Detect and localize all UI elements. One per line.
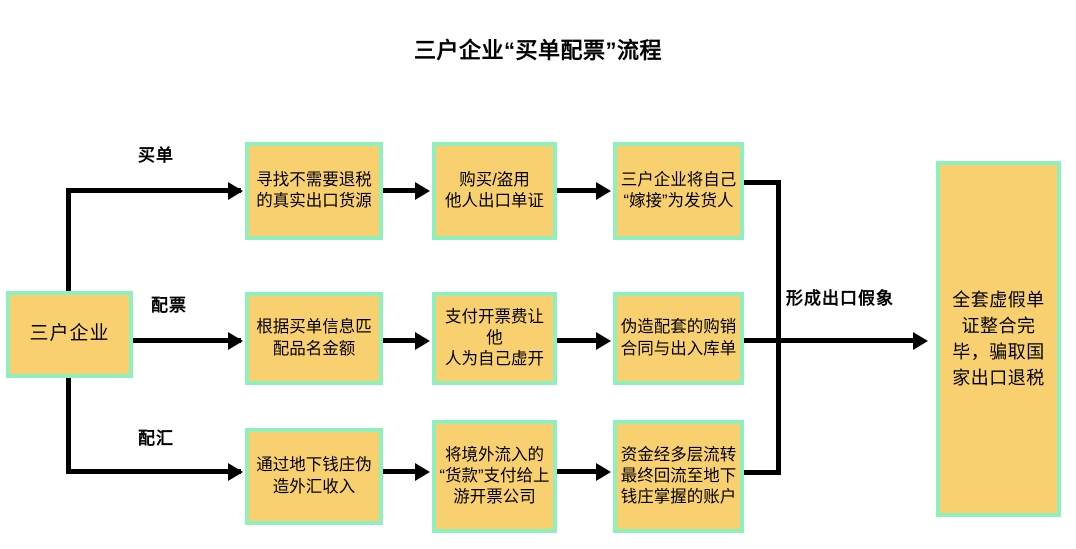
branch1-label: 买单	[138, 146, 174, 165]
branch2-step1-box[interactable]: 根据买单信息匹 配品名金额	[245, 292, 383, 385]
branch1-step2-box[interactable]: 购买/盗用 他人出口单证	[432, 142, 557, 240]
branch1-lead-arrow	[228, 181, 243, 200]
branch3-step2-box[interactable]: 将境外流入的 “货款”支付给上 游开票公司	[432, 420, 557, 533]
branch3-step1-box[interactable]: 通过地下钱庄伪 造外汇收入	[245, 428, 383, 525]
final-node-box[interactable]: 全套虚假单 证整合完 毕，骗取国 家出口退税	[936, 161, 1061, 517]
branch3-lead-line	[66, 469, 241, 474]
branch3-step1-to-step2-arrow	[415, 462, 430, 481]
branch2-step2-box[interactable]: 支付开票费让他 人为自己虚开	[432, 292, 557, 385]
branch2-step1-to-step2-arrow	[415, 331, 430, 350]
branch1-step1-to-step2-arrow	[415, 181, 430, 200]
branch3-step1-to-step2-line	[383, 469, 418, 474]
right-trunk-vertical	[776, 180, 781, 475]
branch2-lead-line	[133, 338, 241, 343]
branch1-step3-box[interactable]: 三户企业将自己 “嫁接”为发货人	[613, 142, 744, 240]
page-title: 三户企业“买单配票”流程	[413, 38, 662, 63]
branch1-step1-to-step2-line	[383, 188, 418, 193]
branch3-lead-arrow	[228, 462, 243, 481]
merge-to-final-line	[776, 338, 916, 343]
branch2-merge-line	[744, 338, 784, 343]
branch3-step2-to-step3-line	[557, 469, 599, 474]
merge-to-final-arrow	[913, 331, 928, 350]
branch3-merge-line	[744, 470, 781, 475]
branch3-step2-to-step3-arrow	[596, 462, 611, 481]
merge-label: 形成出口假象	[786, 289, 894, 308]
branch1-step1-box[interactable]: 寻找不需要退税 的真实出口货源	[245, 142, 383, 240]
branch1-lead-line	[66, 188, 241, 193]
branch2-lead-arrow	[228, 331, 243, 350]
branch1-merge-line	[744, 180, 781, 185]
start-node-box[interactable]: 三户企业	[6, 291, 133, 378]
branch1-step2-to-step3-arrow	[596, 181, 611, 200]
branch3-label: 配汇	[138, 429, 174, 448]
branch2-step3-box[interactable]: 伪造配套的购销 合同与出入库单	[613, 292, 744, 385]
branch2-label: 配票	[151, 296, 187, 315]
branch3-step3-box[interactable]: 资金经多层流转 最终回流至地下 钱庄掌握的账户	[613, 420, 744, 533]
branch1-step2-to-step3-line	[557, 188, 599, 193]
branch2-step2-to-step3-line	[557, 338, 599, 343]
branch2-step2-to-step3-arrow	[596, 331, 611, 350]
branch2-step1-to-step2-line	[383, 338, 418, 343]
